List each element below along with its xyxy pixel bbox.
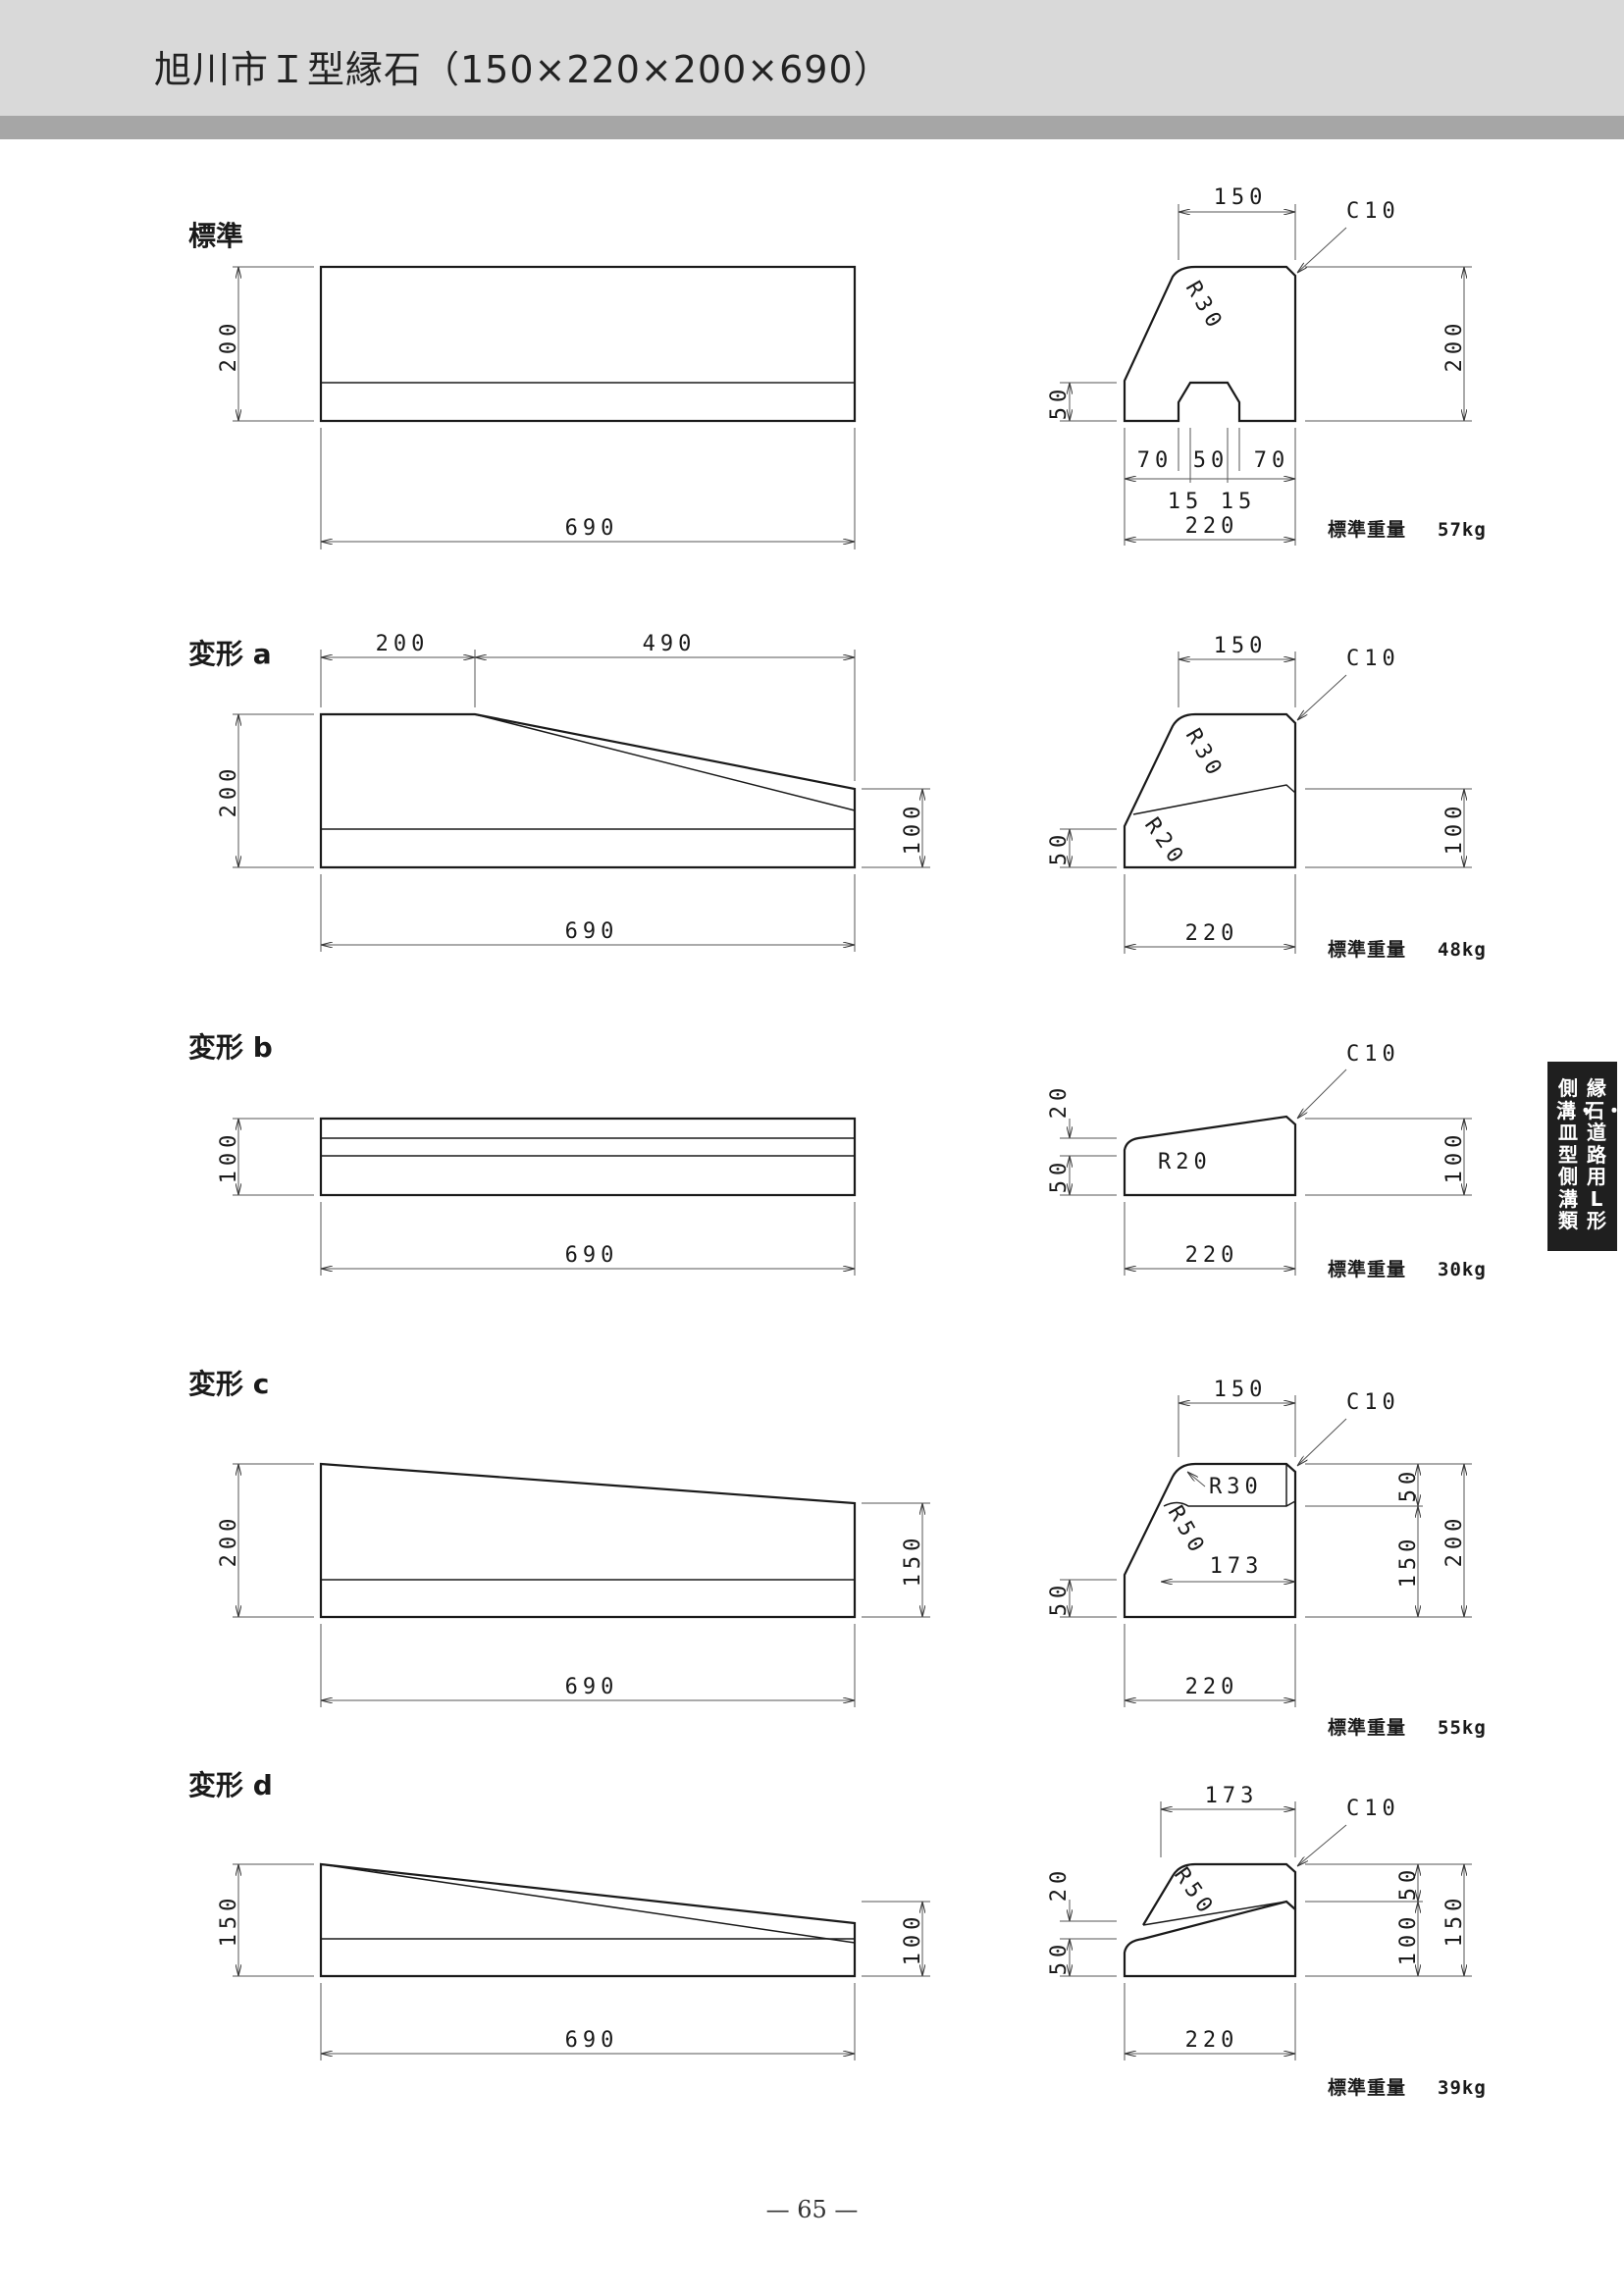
- chamfer-label: C10: [1346, 1797, 1400, 1821]
- dim-length: 690: [565, 919, 619, 944]
- dim-base-height: 50: [1047, 1158, 1072, 1194]
- page-number: — 65 —: [765, 2196, 859, 2223]
- dim-height: 100: [1442, 1130, 1467, 1184]
- dim-width: 220: [1185, 1243, 1239, 1268]
- chamfer-label: C10: [1346, 647, 1400, 671]
- section-standard: 標準 200 690 70 50 70 15 15: [188, 185, 1487, 549]
- section-title: 変形 d: [188, 1769, 273, 1801]
- cross-section: 150 C10 R30 R50 173 50 150 200 50 220: [1047, 1378, 1472, 1707]
- side-elevation: 200 490 200 100 690: [217, 632, 930, 952]
- section-variant-c: 変形 c 200 150 690 150 C10: [188, 1368, 1487, 1739]
- dim-rise: 20: [1047, 1083, 1072, 1120]
- weight-label: 標準重量: [1328, 1258, 1406, 1280]
- weight-value: 39kg: [1438, 2077, 1487, 2099]
- dim-lower: 150: [1396, 1535, 1421, 1589]
- section-variant-d: 変形 d 150 100 690 173: [188, 1769, 1487, 2099]
- dim-inner-width: 173: [1210, 1554, 1264, 1579]
- radius-top-label: R30: [1180, 725, 1229, 784]
- dim-upper: 50: [1396, 1467, 1421, 1503]
- dim-base-right: 70: [1254, 448, 1290, 473]
- dim-flat-length: 200: [376, 632, 430, 656]
- dim-end-height: 100: [901, 1912, 925, 1966]
- cross-section: 173 C10 R50 50 100 150 20 50 220: [1047, 1784, 1472, 2060]
- dim-base-height: 50: [1047, 830, 1072, 866]
- section-title: 変形 a: [188, 638, 272, 670]
- weight-value: 55kg: [1438, 1717, 1487, 1739]
- dim-width: 220: [1185, 921, 1239, 946]
- dim-height: 200: [1442, 319, 1467, 373]
- cross-section: 70 50 70 15 15 220 150 C10 R30 200 50: [1047, 185, 1472, 546]
- dim-base-height: 50: [1047, 385, 1072, 421]
- dim-end-height: 150: [901, 1534, 925, 1588]
- dim-height: 150: [1442, 1894, 1467, 1948]
- cross-section: R20 C10 100 20 50 220: [1047, 1042, 1472, 1276]
- dim-length: 690: [565, 1243, 619, 1268]
- radius-label: R50: [1169, 1863, 1220, 1921]
- dim-upper: 50: [1396, 1865, 1421, 1902]
- side-elevation: 200 150 690: [217, 1462, 930, 1707]
- section-variant-b: 変形 b 100 690 R20 C10 100: [188, 1031, 1487, 1280]
- weight-value: 30kg: [1438, 1259, 1487, 1280]
- section-title: 変形 c: [188, 1368, 269, 1400]
- dim-height: 100: [217, 1130, 241, 1184]
- weight-label: 標準重量: [1328, 518, 1406, 541]
- radius-label: R30: [1180, 278, 1229, 337]
- dim-top-width: 173: [1205, 1784, 1259, 1808]
- cross-section: 150 C10 R30 R20 100 50 220: [1047, 634, 1472, 954]
- page-title: 旭川市Ｉ型縁石（150×220×200×690）: [154, 48, 892, 91]
- dim-groove-left: 15: [1168, 490, 1204, 514]
- radius-label: R20: [1158, 1150, 1212, 1174]
- dim-top-width: 150: [1214, 634, 1268, 658]
- section-variant-a: 変形 a 200 490 200 100 690: [188, 632, 1487, 961]
- header-rule: [0, 116, 1624, 139]
- weight-label: 標準重量: [1328, 1716, 1406, 1739]
- dim-height: 200: [217, 319, 241, 373]
- dim-length: 690: [565, 516, 619, 541]
- radius-top-label: R30: [1209, 1475, 1263, 1499]
- dim-width: 220: [1185, 514, 1239, 539]
- dim-height: 200: [217, 1514, 241, 1568]
- weight-value: 57kg: [1438, 519, 1487, 541]
- category-tab[interactable]: 縁石・道路用L形 側溝・皿型側溝類: [1547, 1062, 1624, 1251]
- dim-base-left: 70: [1137, 448, 1174, 473]
- header-band: [0, 0, 1624, 116]
- dim-lower: 100: [1396, 1912, 1421, 1966]
- chamfer-label: C10: [1346, 1042, 1400, 1067]
- category-tab-line1: 縁石・道路用L形: [1585, 1076, 1624, 1232]
- dim-height: 150: [217, 1894, 241, 1948]
- side-elevation: 200 690: [217, 265, 857, 549]
- chamfer-label: C10: [1346, 1390, 1400, 1415]
- side-elevation: 100 690: [217, 1117, 857, 1276]
- side-elevation: 150 100 690: [217, 1862, 930, 2060]
- chamfer-label: C10: [1346, 199, 1400, 224]
- section-title: 変形 b: [188, 1031, 273, 1064]
- dim-top-width: 150: [1214, 185, 1268, 210]
- dim-length: 690: [565, 1675, 619, 1699]
- dim-height: 200: [1442, 1514, 1467, 1568]
- dim-height: 100: [1442, 802, 1467, 856]
- radius-bottom-label: R20: [1139, 813, 1190, 871]
- dim-end-height: 100: [901, 802, 925, 856]
- dim-top-width: 150: [1214, 1378, 1268, 1402]
- dim-base-center: 50: [1193, 448, 1230, 473]
- dim-length: 690: [565, 2028, 619, 2053]
- dim-base-height: 50: [1047, 1940, 1072, 1976]
- weight-label: 標準重量: [1328, 2076, 1406, 2099]
- weight-value: 48kg: [1438, 939, 1487, 961]
- dim-rise: 20: [1047, 1866, 1072, 1903]
- dim-width: 220: [1185, 1675, 1239, 1699]
- dim-groove-right: 15: [1221, 490, 1257, 514]
- dim-height: 200: [217, 764, 241, 818]
- dim-base-height: 50: [1047, 1581, 1072, 1617]
- dim-slope-length: 490: [643, 632, 697, 656]
- radius-mid-label: R50: [1163, 1502, 1211, 1561]
- weight-label: 標準重量: [1328, 938, 1406, 961]
- dim-width: 220: [1185, 2028, 1239, 2053]
- section-title: 標準: [188, 220, 243, 252]
